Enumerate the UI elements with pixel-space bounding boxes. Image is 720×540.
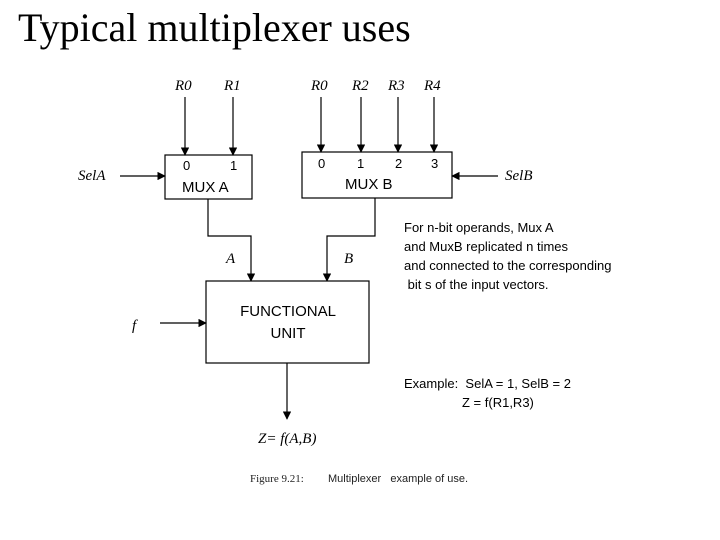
- slide-title: Typical multiplexer uses: [18, 5, 411, 50]
- mux-a-box: [164, 154, 253, 200]
- control-f-label: f: [132, 318, 138, 334]
- mux-b-port-1: 1: [357, 156, 364, 171]
- mux-b-port-2: 2: [395, 156, 402, 171]
- mux-b-label: MUX B: [345, 176, 393, 193]
- wire-b-label: B: [344, 251, 353, 267]
- mux-a-input-r0-label: R0: [174, 78, 192, 94]
- mux-b-input-r0-label: R0: [310, 78, 328, 94]
- example-line-1: Example: SelA = 1, SelB = 2: [404, 376, 571, 391]
- sel-a-label: SelA: [78, 168, 106, 184]
- mux-a-label: MUX A: [182, 179, 229, 196]
- functional-unit-box: [205, 280, 370, 364]
- wire-b: [322, 198, 376, 282]
- note-line-3: and connected to the corresponding: [404, 258, 611, 273]
- example-line-2: Z = f(R1,R3): [462, 395, 534, 410]
- mux-b-input-r3-label: R3: [387, 78, 405, 94]
- mux-a-port-0: 0: [183, 158, 190, 173]
- mux-a-input-r1-label: R1: [223, 78, 241, 94]
- mux-a-port-1: 1: [230, 158, 237, 173]
- mux-b-input-r2-label: R2: [351, 78, 369, 94]
- wire-a: [207, 199, 256, 282]
- mux-b-port-0: 0: [318, 156, 325, 171]
- note-line-1: For n-bit operands, Mux A: [404, 220, 554, 235]
- note-line-2: and MuxB replicated n times: [404, 239, 569, 254]
- mux-b-input-r4-label: R4: [423, 78, 441, 94]
- caption-text: Multiplexer example of use.: [328, 473, 468, 485]
- output-z-label: Z= f(A,B): [258, 431, 316, 447]
- sel-b-label: SelB: [505, 168, 533, 184]
- caption-figure: Figure 9.21:: [250, 473, 304, 485]
- wire-a-label: A: [225, 251, 236, 267]
- functional-unit-label-line1: FUNCTIONAL: [240, 303, 336, 320]
- mux-b-port-3: 3: [431, 156, 438, 171]
- functional-unit-label-line2: UNIT: [271, 325, 306, 342]
- note-line-4: bit s of the input vectors.: [404, 277, 549, 292]
